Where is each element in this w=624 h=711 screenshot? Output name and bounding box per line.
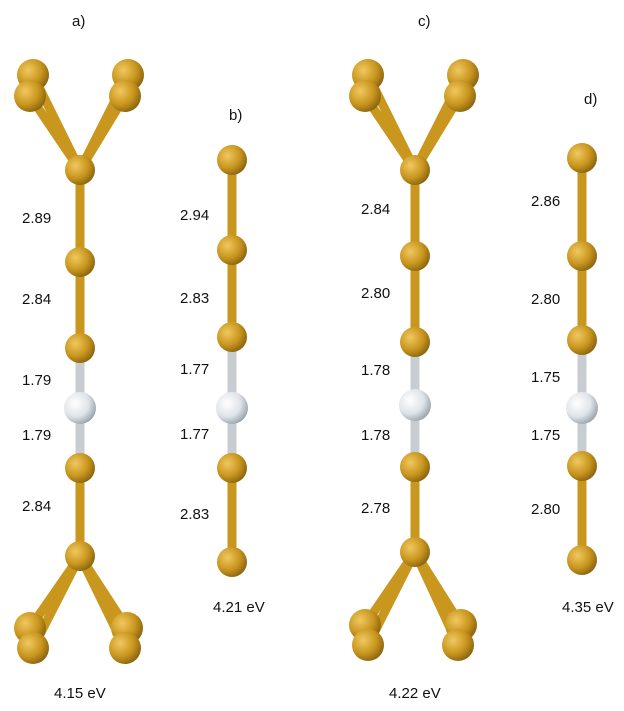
gold-atom-a-1 — [65, 155, 95, 185]
gold-atom-bottom-cluster-c-4 — [442, 629, 474, 661]
bond-length-a-4: 1.79 — [22, 427, 52, 444]
bond-length-d-4: 1.75 — [531, 427, 561, 444]
bond-length-a-3: 1.79 — [22, 372, 52, 389]
gold-atom-a-3 — [65, 333, 95, 363]
hydrogen-atom-c — [399, 389, 431, 421]
gold-atom-a-2 — [65, 247, 95, 277]
gold-atom-a-6 — [65, 541, 95, 571]
bond-length-b-2: 2.83 — [180, 290, 210, 307]
panel-label-d: d) — [584, 91, 598, 108]
bond-length-a-2: 2.84 — [22, 291, 52, 308]
gold-atom-top-cluster-c-4 — [444, 80, 476, 112]
energy-a: 4.15 eV — [54, 685, 106, 702]
bond-length-c-2: 2.80 — [361, 285, 391, 302]
bond-length-a-5: 2.84 — [22, 498, 52, 515]
panel-label-a: a) — [72, 13, 86, 30]
bond-length-b-4: 1.77 — [180, 426, 210, 443]
gold-atom-a-5 — [65, 453, 95, 483]
bond-length-c-4: 1.78 — [361, 427, 391, 444]
gold-atom-bottom-cluster-a-4 — [109, 632, 141, 664]
hydrogen-atom-a — [64, 392, 96, 424]
hydrogen-atom-b — [216, 392, 248, 424]
gold-atom-d-3 — [567, 325, 597, 355]
gold-atom-b-1 — [217, 145, 247, 175]
gold-atom-b-3 — [217, 322, 247, 352]
bond-length-b-3: 1.77 — [180, 361, 210, 378]
bond-length-d-5: 2.80 — [531, 501, 561, 518]
gold-atom-c-2 — [400, 241, 430, 271]
hydrogen-atom-d — [566, 392, 598, 424]
panel-label-c: c) — [418, 13, 431, 30]
panel-label-b: b) — [229, 107, 243, 124]
bond-length-c-3: 1.78 — [361, 362, 391, 379]
gold-atom-top-cluster-a-4 — [109, 80, 141, 112]
bond-length-c-1: 2.84 — [361, 201, 391, 218]
bond-length-d-1: 2.86 — [531, 193, 561, 210]
gold-atom-b-5 — [217, 453, 247, 483]
bond-length-c-5: 2.78 — [361, 500, 391, 517]
gold-atom-c-6 — [400, 537, 430, 567]
gold-atom-top-cluster-c-2 — [349, 80, 381, 112]
gold-atom-bottom-cluster-a-2 — [17, 632, 49, 664]
energy-b: 4.21 eV — [213, 599, 265, 616]
bond-length-b-5: 2.83 — [180, 506, 210, 523]
gold-atom-top-cluster-a-2 — [14, 80, 46, 112]
gold-atom-d-1 — [567, 143, 597, 173]
gold-atom-c-5 — [400, 452, 430, 482]
gold-atom-c-3 — [400, 327, 430, 357]
gold-atom-bottom-cluster-c-2 — [352, 629, 384, 661]
bond-length-d-2: 2.80 — [531, 291, 561, 308]
gold-atom-b-6 — [217, 547, 247, 577]
gold-atom-c-1 — [400, 155, 430, 185]
gold-atom-b-2 — [217, 235, 247, 265]
gold-atom-d-5 — [567, 451, 597, 481]
bond-length-a-1: 2.89 — [22, 210, 52, 227]
bond-length-b-1: 2.94 — [180, 207, 210, 224]
gold-atom-d-6 — [567, 545, 597, 575]
energy-d: 4.35 eV — [562, 599, 614, 616]
energy-c: 4.22 eV — [389, 685, 441, 702]
gold-atom-d-2 — [567, 241, 597, 271]
bond-length-d-3: 1.75 — [531, 369, 561, 386]
